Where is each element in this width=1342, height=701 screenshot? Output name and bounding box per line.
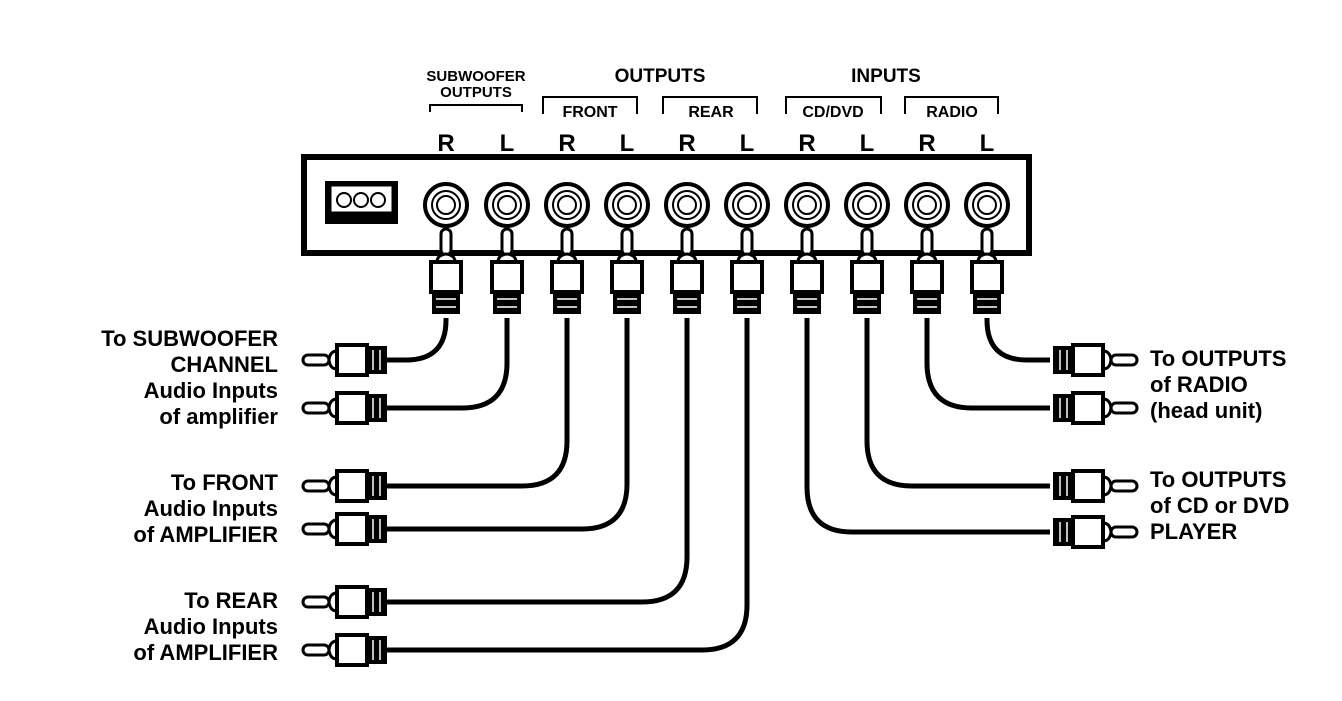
- cable-front-l: [385, 318, 630, 532]
- cable-radio-l: [984, 318, 1050, 363]
- left-label-subwoofer-line2: CHANNEL: [170, 352, 278, 377]
- left-plug-row-1: [301, 391, 387, 425]
- right-labels: To OUTPUTS of RADIO (head unit) To OUTPU…: [1150, 346, 1289, 544]
- channel-label-radio-l: L: [980, 130, 995, 157]
- rca-jacks: [423, 182, 1010, 228]
- cable-subwoofer-r: [385, 318, 449, 363]
- left-plug-row-3: [301, 512, 387, 546]
- cable-front-r: [385, 318, 570, 489]
- left-labels: To SUBWOOFER CHANNEL Audio Inputs of amp…: [101, 326, 278, 665]
- rca-jack-radio-l: [964, 182, 1010, 228]
- right-plug-row-3: [1053, 515, 1139, 549]
- left-label-front-line1: To FRONT: [171, 470, 279, 495]
- subwoofer-outputs-label-line2: OUTPUTS: [440, 84, 512, 101]
- cable-rear-r: [385, 318, 690, 605]
- bracket-rear: [662, 96, 758, 114]
- rca-plug-subwoofer-l: [490, 227, 524, 314]
- cable-cd-dvd-l: [864, 318, 1050, 489]
- rca-jack-rear-r: [664, 182, 710, 228]
- cable-subwoofer-l: [385, 318, 510, 411]
- right-label-radio-line2: of RADIO: [1150, 372, 1248, 397]
- right-label-cd-line3: PLAYER: [1150, 519, 1237, 544]
- bracket-cd-dvd: [785, 96, 882, 114]
- end-rca-plugs: [301, 343, 1139, 667]
- channel-label-subwoofer-r: R: [437, 130, 454, 157]
- channel-label-cd-dvd-l: L: [860, 130, 875, 157]
- rca-plug-radio-r: [910, 227, 944, 314]
- rca-jack-cd-dvd-l: [844, 182, 890, 228]
- left-label-rear-line3: of AMPLIFIER: [133, 640, 278, 665]
- rca-plug-cd-dvd-l: [850, 227, 884, 314]
- rca-jack-subwoofer-r: [423, 182, 469, 228]
- cable-cd-dvd-r: [804, 318, 1050, 535]
- header-labels: SUBWOOFER OUTPUTS OUTPUTS INPUTS FRONT R…: [426, 66, 977, 121]
- subwoofer-outputs-label-line1: SUBWOOFER: [426, 68, 525, 85]
- left-plug-row-0: [301, 343, 387, 377]
- right-plug-row-2: [1053, 469, 1139, 503]
- rca-jack-front-r: [544, 182, 590, 228]
- channel-label-front-l: L: [620, 130, 635, 157]
- rca-plug-cd-dvd-r: [790, 227, 824, 314]
- rca-jack-radio-r: [904, 182, 950, 228]
- channel-label-radio-r: R: [918, 130, 935, 157]
- left-label-front-line3: of AMPLIFIER: [133, 522, 278, 547]
- group-brackets: [429, 96, 999, 114]
- group-label-rear: REAR: [688, 104, 734, 121]
- rca-jack-front-l: [604, 182, 650, 228]
- right-plug-row-0: [1053, 343, 1139, 377]
- bracket-subwoofer: [429, 104, 523, 112]
- channel-label-subwoofer-l: L: [500, 130, 515, 157]
- channel-label-rear-r: R: [678, 130, 695, 157]
- rca-plug-rear-l: [730, 227, 764, 314]
- rca-jack-rear-l: [724, 182, 770, 228]
- rca-plug-radio-l: [970, 227, 1004, 314]
- rca-jack-cd-dvd-r: [784, 182, 830, 228]
- cable-rear-l: [385, 318, 750, 653]
- bracket-radio: [904, 96, 999, 114]
- inputs-heading: INPUTS: [851, 66, 921, 87]
- channel-label-rear-l: L: [740, 130, 755, 157]
- rca-jack-subwoofer-l: [484, 182, 530, 228]
- group-label-cd-dvd: CD/DVD: [802, 104, 863, 121]
- cables: [385, 318, 1050, 653]
- outputs-heading: OUTPUTS: [615, 66, 706, 87]
- group-label-front: FRONT: [562, 104, 617, 121]
- right-label-cd-line2: of CD or DVD: [1150, 493, 1289, 518]
- left-plug-row-5: [301, 633, 387, 667]
- bracket-front: [542, 96, 638, 114]
- group-label-radio: RADIO: [926, 104, 978, 121]
- left-label-subwoofer-line3: Audio Inputs: [144, 378, 278, 403]
- right-label-cd-line1: To OUTPUTS: [1150, 467, 1286, 492]
- right-label-radio-line1: To OUTPUTS: [1150, 346, 1286, 371]
- rca-plug-front-r: [550, 227, 584, 314]
- right-label-radio-line3: (head unit): [1150, 398, 1262, 423]
- left-label-subwoofer-line4: of amplifier: [159, 404, 278, 429]
- left-label-rear-line1: To REAR: [184, 588, 278, 613]
- left-plug-row-2: [301, 469, 387, 503]
- rca-plug-front-l: [610, 227, 644, 314]
- left-label-rear-line2: Audio Inputs: [144, 614, 278, 639]
- left-label-subwoofer-line1: To SUBWOOFER: [101, 326, 278, 351]
- rca-plug-subwoofer-r: [429, 227, 463, 314]
- channel-label-front-r: R: [558, 130, 575, 157]
- three-pin-power-connector-icon: [325, 181, 398, 224]
- right-plug-row-1: [1053, 391, 1139, 425]
- left-plug-row-4: [301, 585, 387, 619]
- channel-label-cd-dvd-r: R: [798, 130, 815, 157]
- rca-plug-rear-r: [670, 227, 704, 314]
- left-label-front-line2: Audio Inputs: [144, 496, 278, 521]
- top-rca-plugs: [429, 227, 1004, 314]
- cable-radio-r: [924, 318, 1050, 411]
